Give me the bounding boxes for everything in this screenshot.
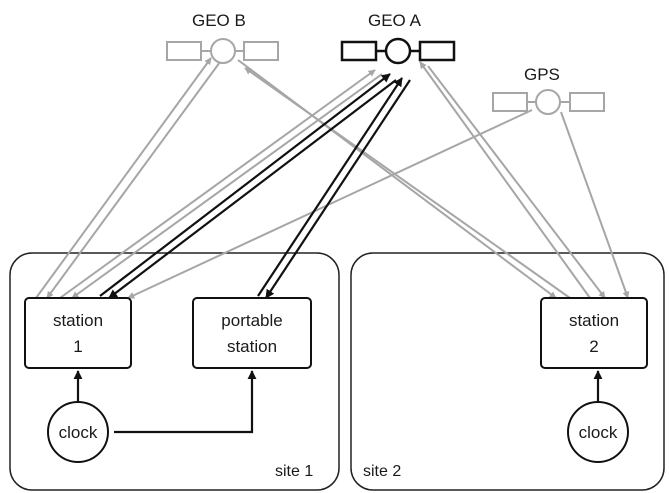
portable-station-box [192, 297, 312, 369]
gps-right-panel [569, 92, 605, 112]
geo-a-left-panel [340, 40, 378, 62]
link-geoa-to-portable [265, 79, 411, 299]
geo-a-right-panel [418, 40, 456, 62]
satellite-geo-b [166, 38, 279, 64]
gps-left-panel [492, 92, 528, 112]
geo-a-body [384, 37, 412, 65]
link-portable-to-geoa [257, 77, 403, 297]
link-station1-to-geob [35, 57, 212, 299]
satellite-geo-a [340, 37, 456, 65]
gps-body [535, 89, 561, 115]
station-2-line2: 2 [589, 337, 598, 356]
portable-station-line1: portable [221, 311, 282, 330]
link-geoa-to-station1-gray [71, 73, 383, 299]
link-station2-to-geoa [419, 61, 591, 299]
clock-2-circle [567, 401, 629, 463]
clock-1-label: clock [59, 423, 98, 442]
clock-links [73, 370, 603, 434]
geo-a-label: GEO A [368, 11, 422, 30]
site-2-label: site 2 [363, 463, 401, 480]
station-2-line1: station [569, 311, 619, 330]
link-geoa-to-station2 [427, 65, 606, 299]
geo-b-body [210, 38, 236, 64]
link-station1-to-geoa-gray [59, 69, 376, 299]
site-1-container [9, 252, 340, 491]
link-geob-to-station1 [46, 61, 221, 299]
geo-b-right-panel [243, 41, 279, 61]
clock-2-label: clock [579, 423, 618, 442]
black-links [99, 73, 411, 299]
link-station1-to-geoa [99, 73, 391, 297]
clock-1-circle [47, 401, 109, 463]
geo-b-label: GEO B [192, 11, 246, 30]
station-1-box [24, 297, 132, 369]
site-1-label: site 1 [275, 463, 313, 480]
station-1-line2: 1 [73, 337, 82, 356]
portable-station-line2: station [227, 337, 277, 356]
satellite-gps [492, 89, 605, 115]
link-geoa-to-station1 [108, 79, 397, 299]
link-gps-to-station1 [127, 109, 533, 299]
station-2-box [540, 297, 648, 369]
link-clock1-to-portable [114, 370, 257, 434]
link-station2-to-geob [244, 67, 571, 299]
link-gps-to-station2 [560, 111, 630, 299]
geo-b-left-panel [166, 41, 202, 61]
gray-links [35, 57, 630, 299]
station-1-line1: station [53, 311, 103, 330]
gps-label: GPS [524, 65, 560, 84]
